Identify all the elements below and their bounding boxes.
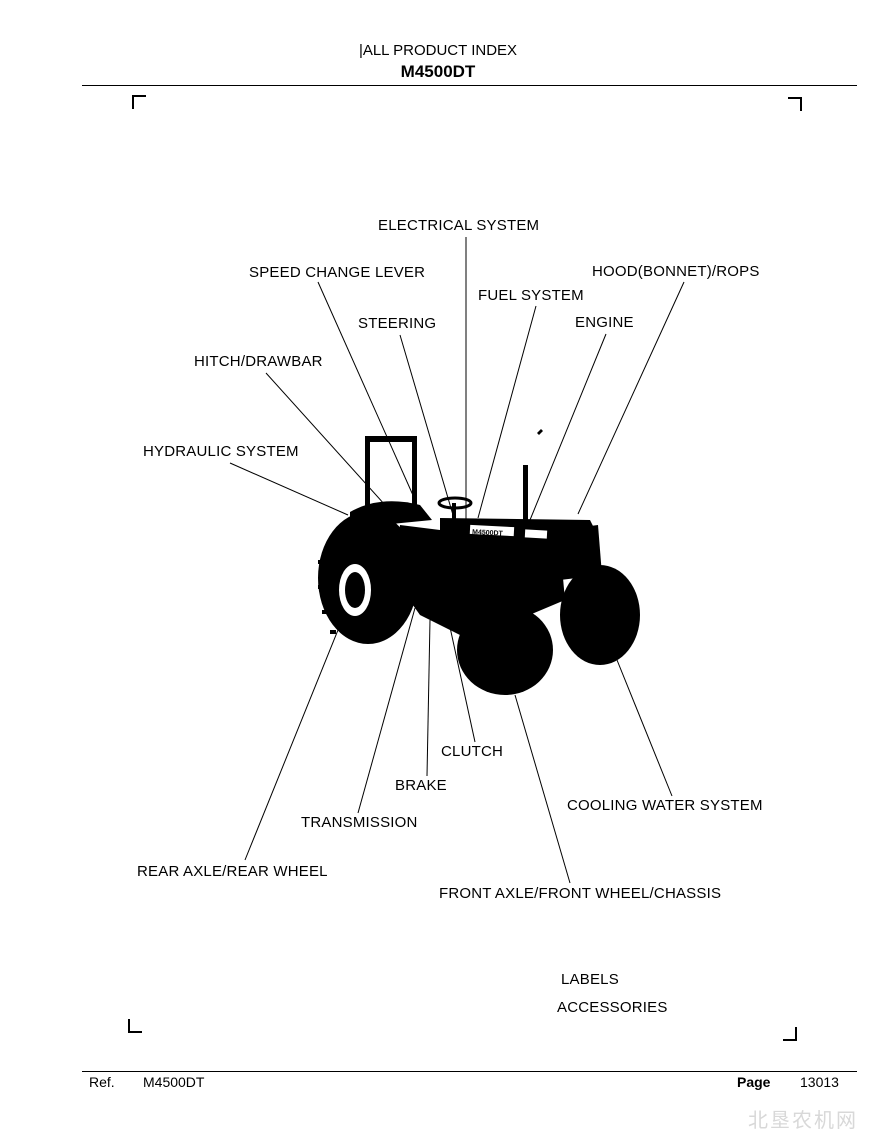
leader-front-axle-front-wheel-chassis	[514, 694, 571, 884]
leader-clutch	[447, 617, 476, 743]
label-engine[interactable]: ENGINE	[575, 314, 634, 331]
model-title: M4500DT	[400, 62, 476, 81]
footer-ref-label: Ref.	[89, 1074, 115, 1090]
label-rear-axle-rear-wheel[interactable]: REAR AXLE/REAR WHEEL	[137, 863, 328, 880]
leader-brake	[426, 619, 431, 777]
label-speed-change-lever[interactable]: SPEED CHANGE LEVER	[249, 264, 426, 281]
label-labels[interactable]: LABELS	[561, 971, 619, 988]
section-title: |ALL PRODUCT INDEX	[358, 42, 518, 59]
label-front-axle-front-wheel-chassis[interactable]: FRONT AXLE/FRONT WHEEL/CHASSIS	[439, 885, 722, 902]
label-clutch[interactable]: CLUTCH	[441, 743, 504, 760]
label-hood-bonnet-rops[interactable]: HOOD(BONNET)/ROPS	[592, 263, 760, 280]
crop-mark-top-right	[788, 97, 802, 111]
crop-mark-bottom-right	[783, 1027, 797, 1041]
label-electrical-system[interactable]: ELECTRICAL SYSTEM	[378, 217, 540, 234]
hood-badge: M4500DT	[472, 529, 504, 538]
leader-steering	[399, 334, 454, 516]
crop-mark-bottom-left	[128, 1019, 142, 1033]
leader-cooling-water-system	[616, 659, 673, 797]
label-fuel-system[interactable]: FUEL SYSTEM	[478, 287, 584, 304]
leader-lines	[229, 237, 685, 884]
footer-ref-value: M4500DT	[143, 1074, 205, 1090]
tractor-illustration	[318, 429, 640, 695]
footer-rule	[82, 1071, 857, 1072]
label-steering[interactable]: STEERING	[358, 315, 437, 332]
site-watermark: 北垦农机网	[748, 1110, 858, 1132]
leader-hood-bonnet-rops	[577, 281, 685, 515]
label-accessories[interactable]: ACCESSORIES	[557, 999, 668, 1016]
label-hitch-drawbar[interactable]: HITCH/DRAWBAR	[194, 353, 323, 370]
leader-transmission	[357, 607, 416, 814]
header-rule	[82, 85, 857, 86]
label-brake[interactable]: BRAKE	[395, 777, 447, 794]
leader-engine	[529, 333, 607, 521]
leader-hydraulic-system	[229, 462, 349, 516]
leader-speed-change-lever	[317, 281, 417, 503]
leader-fuel-system	[477, 305, 537, 519]
label-hydraulic-system[interactable]: HYDRAULIC SYSTEM	[143, 443, 299, 460]
label-cooling-water-system[interactable]: COOLING WATER SYSTEM	[567, 797, 763, 814]
footer-page-label: Page	[737, 1074, 771, 1090]
leader-rear-axle-rear-wheel	[244, 629, 339, 861]
label-transmission[interactable]: TRANSMISSION	[301, 814, 418, 831]
crop-mark-top-left	[132, 95, 146, 109]
leader-hitch-drawbar	[265, 372, 386, 506]
footer-page-number: 13013	[800, 1074, 839, 1090]
